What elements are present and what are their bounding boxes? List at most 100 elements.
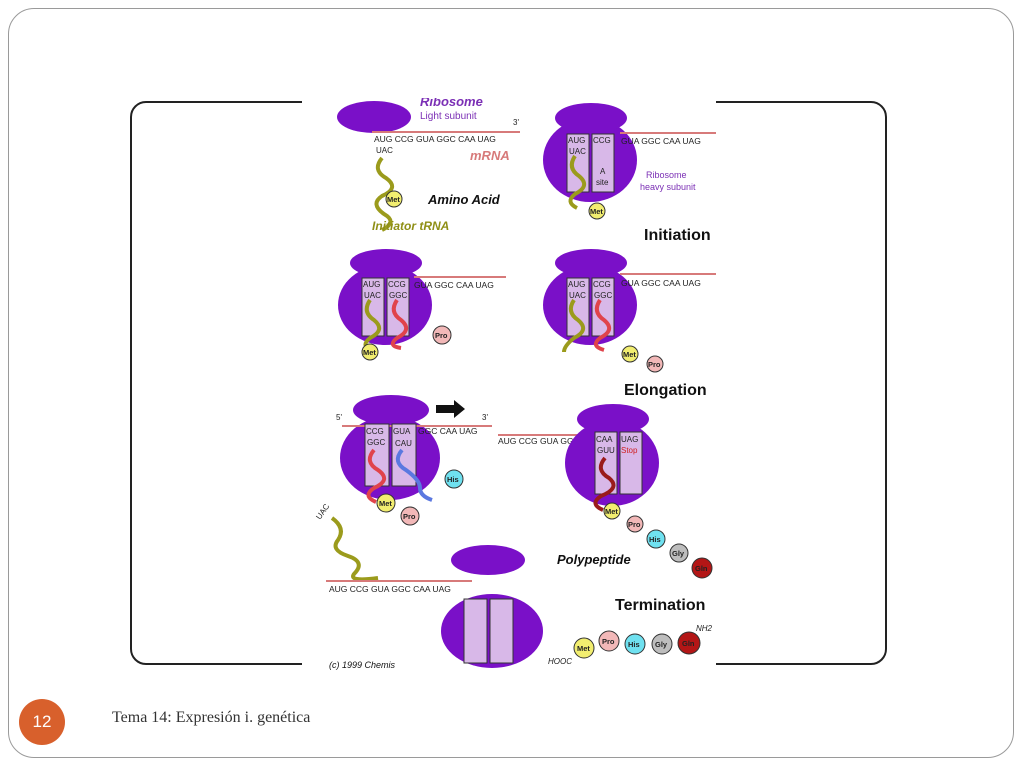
trna-pro-3 (390, 298, 409, 350)
light-subunit-2 (555, 103, 627, 133)
amino-acid-gln-6-label: Gln (695, 564, 708, 573)
codon-uac-4: UAC (569, 291, 586, 300)
amino-acid-pro-7 (598, 630, 620, 652)
label-heavy-1: Ribosome (646, 170, 687, 180)
codon-uac-5: UAC (314, 502, 331, 521)
initiator-trna (374, 156, 394, 232)
light-subunit-3 (350, 249, 422, 277)
amino-acid-his-5 (444, 469, 464, 489)
label-a-site-a: A (600, 167, 606, 176)
stage-elongation: Elongation (624, 382, 707, 399)
amino-acid-gly-7-label: Gly (655, 640, 668, 649)
label-light-subunit: Light subunit (420, 111, 477, 122)
slot-7a (463, 598, 488, 664)
amino-acid-met-5 (376, 493, 396, 513)
codon-ccg-4: CCG (593, 280, 611, 289)
amino-acid-met-4-label: Met (623, 350, 636, 359)
codon-ggc-5: GGC (367, 438, 385, 447)
amino-acid-met-6-label: Met (605, 507, 618, 516)
codon-aug-3: AUG (363, 280, 380, 289)
label-5prime: 5' (336, 413, 342, 422)
amino-acid-his-7 (624, 633, 646, 655)
slot-7b (489, 598, 514, 664)
amino-acid-his-6 (646, 529, 666, 549)
amino-acid-pro-3 (432, 325, 452, 345)
label-hooc: HOOC (548, 657, 572, 666)
trna-pro-5 (366, 448, 386, 504)
amino-acid-met-7 (573, 637, 595, 659)
mrna-sequence-1: AUG CCG GUA GGC CAA UAG (374, 134, 496, 144)
codon-ggc-4: GGC (594, 291, 612, 300)
trna-his-5 (395, 448, 433, 502)
trna-gly-4 (562, 298, 586, 353)
mrna-sequence-5: GGC CAA UAG (418, 426, 478, 436)
label-heavy-2: heavy subunit (640, 182, 696, 192)
codon-cau-5: CAU (395, 439, 412, 448)
mrna-sequence-3: GUA GGC CAA UAG (414, 280, 494, 290)
amino-acid-met-1-label: Met (387, 195, 400, 204)
stage-initiation: Initiation (644, 227, 711, 244)
slide-footer: Tema 14: Expresión i. genética (112, 709, 311, 726)
amino-acid-gln-6 (691, 557, 713, 579)
mrna-sequence-7: AUG CCG GUA GGC CAA UAG (329, 584, 451, 594)
amino-acid-pro-6 (626, 515, 644, 533)
codon-uac-3: UAC (364, 291, 381, 300)
amino-acid-met-1 (385, 190, 403, 208)
codon-ggc-3: GGC (389, 291, 407, 300)
amino-acid-met-5-label: Met (379, 499, 392, 508)
label-3prime-1: 3' (513, 118, 519, 127)
heavy-subunit-4 (543, 265, 637, 345)
amino-acid-met-3-label: Met (363, 348, 376, 357)
codon-guu-6: GUU (597, 446, 615, 455)
amino-acid-met-2-label: Met (590, 207, 603, 216)
amino-acid-gln-7-label: Gln (682, 639, 695, 648)
released-trna (330, 516, 379, 582)
amino-acid-his-6-label: His (649, 535, 661, 544)
amino-acid-pro-4 (646, 355, 664, 373)
label-3prime-2: 3' (482, 413, 488, 422)
light-subunit-5 (353, 395, 429, 425)
codon-uag-6: UAG (621, 435, 638, 444)
label-a-site-site: site (596, 178, 609, 187)
amino-acid-gly-6-label: Gly (672, 549, 685, 558)
mrna-sequence-2: GUA GGC CAA UAG (621, 136, 701, 146)
mrna-sequence-4: GUA GGC CAA UAG (621, 278, 701, 288)
codon-gua-5: GUA (393, 427, 411, 436)
amino-acid-his-5-label: His (447, 475, 459, 484)
amino-acid-met-7-label: Met (577, 644, 590, 653)
label-copyright: (c) 1999 Chemis (329, 660, 396, 670)
trna-pro-4 (593, 298, 612, 352)
amino-acid-pro-7-label: Pro (602, 637, 615, 646)
amino-acid-met-2 (588, 202, 606, 220)
translation-diagram: .rb { fill:#7a10c8; } .slot { fill:#d8b8… (302, 98, 716, 672)
light-subunit-7 (451, 545, 525, 575)
amino-acid-met-3 (361, 343, 379, 361)
codon-ccg-5: CCG (366, 427, 384, 436)
mrna-sequence-6: AUG CCG GUA GGC CAA UAG (498, 436, 620, 446)
amino-acid-pro-5 (400, 506, 420, 526)
amino-acid-his-7-label: His (628, 640, 640, 649)
codon-uac-1: UAC (376, 146, 393, 155)
amino-acid-gln-7 (677, 631, 701, 655)
label-initiator-trna: Initiator tRNA (372, 219, 449, 233)
direction-arrow (436, 400, 465, 418)
light-subunit-4 (555, 249, 627, 277)
amino-acid-pro-4-label: Pro (648, 360, 661, 369)
light-subunit-6 (577, 404, 649, 434)
codon-aug-4: AUG (568, 280, 585, 289)
trna-gly-6 (593, 456, 616, 512)
slide-number-badge: 12 (19, 699, 65, 745)
amino-acid-pro-6-label: Pro (628, 520, 641, 529)
amino-acid-pro-3-label: Pro (435, 331, 448, 340)
codon-stop-6: Stop (621, 446, 638, 455)
amino-acid-gly-7 (651, 633, 673, 655)
initiator-trna-2 (568, 154, 587, 210)
label-polypeptide: Polypeptide (557, 552, 631, 567)
codon-ccg-3: CCG (388, 280, 406, 289)
label-ribosome: Ribosome (420, 98, 483, 109)
amino-acid-met-4 (621, 345, 639, 363)
label-mrna: mRNA (470, 148, 510, 163)
codon-uac-2: UAC (569, 147, 586, 156)
codon-caa-6: CAA (596, 435, 613, 444)
codon-aug-2: AUG (568, 136, 585, 145)
